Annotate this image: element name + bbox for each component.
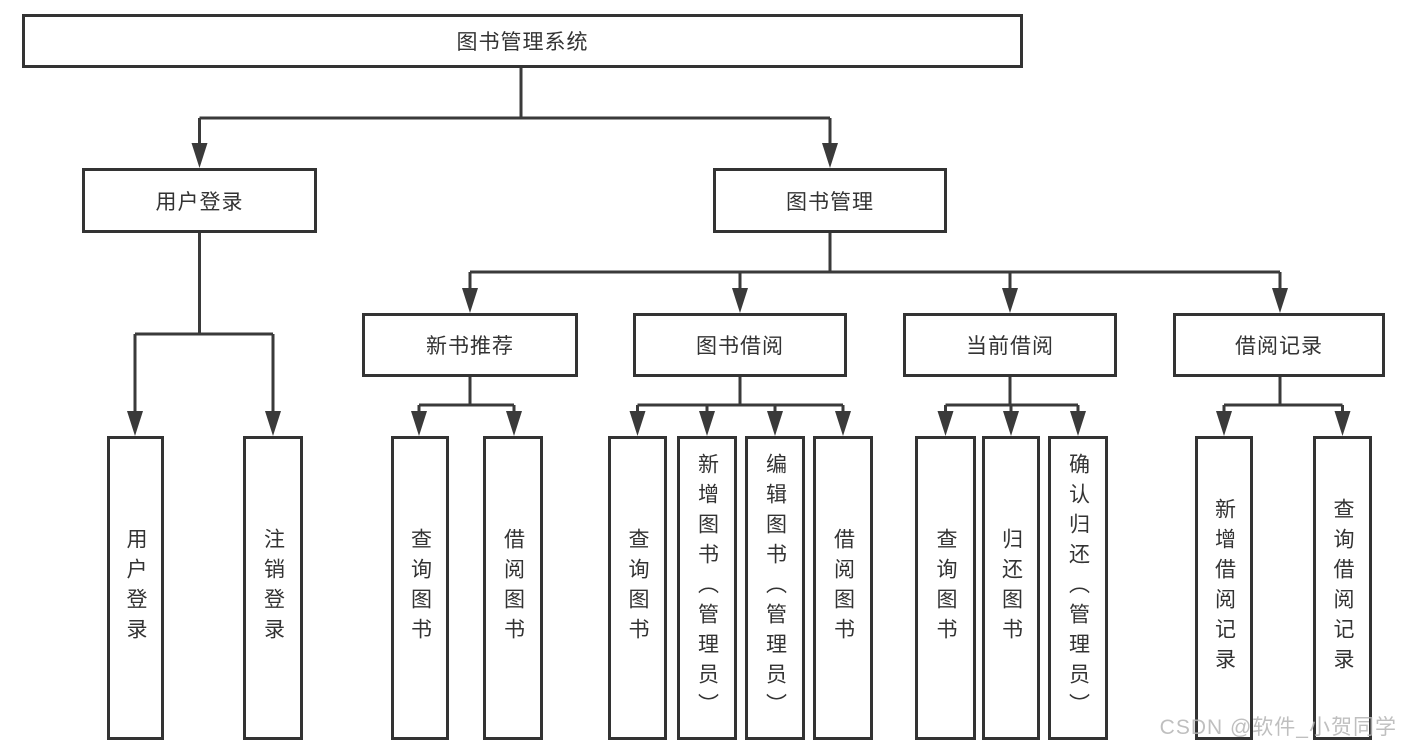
leaf-add-book-admin-label: 新增图书（管理员） — [695, 453, 719, 723]
leaf-return-book: 归还图书 — [982, 436, 1040, 740]
node-book-borrowing: 图书借阅 — [633, 313, 847, 377]
node-book-management: 图书管理 — [713, 168, 947, 233]
leaf-add-book-admin: 新增图书（管理员） — [677, 436, 737, 740]
node-root: 图书管理系统 — [22, 14, 1023, 68]
leaf-borrow-books-borrowing-label: 借阅图书 — [831, 528, 855, 648]
node-borrowing-records: 借阅记录 — [1173, 313, 1385, 377]
node-current-borrowing: 当前借阅 — [903, 313, 1117, 377]
node-book-borrowing-label: 图书借阅 — [696, 335, 784, 358]
leaf-query-books-current: 查询图书 — [915, 436, 976, 740]
node-user-login: 用户登录 — [82, 168, 317, 233]
leaf-logout-label: 注销登录 — [261, 528, 285, 648]
leaf-add-borrow-record: 新增借阅记录 — [1195, 436, 1253, 740]
node-new-book-recommend-label: 新书推荐 — [426, 335, 514, 358]
leaf-add-borrow-record-label: 新增借阅记录 — [1212, 498, 1236, 678]
leaf-edit-book-admin-label: 编辑图书（管理员） — [763, 453, 787, 723]
leaf-confirm-return-admin-label: 确认归还（管理员） — [1066, 453, 1090, 723]
leaf-confirm-return-admin: 确认归还（管理员） — [1048, 436, 1108, 740]
node-new-book-recommend: 新书推荐 — [362, 313, 578, 377]
leaf-query-borrow-record-label: 查询借阅记录 — [1331, 498, 1354, 678]
leaf-borrow-books-recommend: 借阅图书 — [483, 436, 543, 740]
leaf-user-login: 用户登录 — [107, 436, 164, 740]
node-borrowing-records-label: 借阅记录 — [1235, 335, 1323, 358]
leaf-logout: 注销登录 — [243, 436, 303, 740]
leaf-query-books-recommend: 查询图书 — [391, 436, 449, 740]
node-current-borrowing-label: 当前借阅 — [966, 335, 1054, 358]
leaf-query-books-current-label: 查询图书 — [934, 528, 957, 648]
leaf-return-book-label: 归还图书 — [999, 528, 1023, 648]
leaf-query-books-recommend-label: 查询图书 — [408, 528, 432, 648]
leaf-query-books-borrowing: 查询图书 — [608, 436, 667, 740]
node-user-login-label: 用户登录 — [155, 190, 244, 214]
leaf-borrow-books-borrowing: 借阅图书 — [813, 436, 873, 740]
leaf-query-books-borrowing-label: 查询图书 — [626, 528, 649, 648]
node-book-management-label: 图书管理 — [786, 190, 874, 214]
node-root-label: 图书管理系统 — [456, 31, 589, 54]
leaf-user-login-label: 用户登录 — [124, 528, 147, 648]
leaf-query-borrow-record: 查询借阅记录 — [1313, 436, 1372, 740]
leaf-edit-book-admin: 编辑图书（管理员） — [745, 436, 805, 740]
leaf-borrow-books-recommend-label: 借阅图书 — [501, 528, 525, 648]
arrowhead-icons — [127, 143, 1351, 436]
